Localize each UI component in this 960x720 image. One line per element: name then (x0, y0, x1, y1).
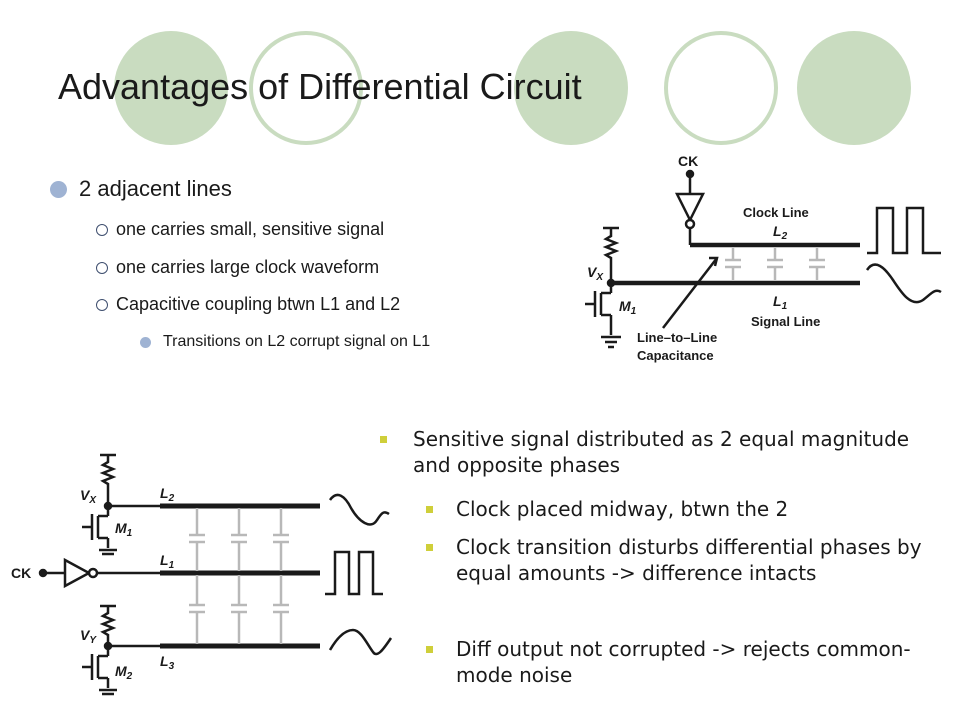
deco-circle-filled-1 (114, 31, 228, 145)
right-sub-point-2: Clock transition disturbs differential p… (456, 535, 922, 585)
deco-circle-filled-2 (514, 31, 628, 145)
sub-bullet-2: one carries large clock waveform (96, 257, 379, 278)
single-ended-circuit-diagram: CK Clock Line L2 VX M1 L1 Signal Line Li… (585, 153, 942, 363)
subsub-bullet-text: Transitions on L2 corrupt signal on L1 (163, 333, 431, 350)
square-bullet-icon (380, 436, 387, 443)
deco-circle-filled-3 (797, 31, 911, 145)
deco-circle-ring-2 (664, 31, 778, 145)
right-main-point: Sensitive signal distributed as 2 equal … (413, 427, 910, 477)
sub-bullet-2-text: one carries large clock waveform (116, 257, 380, 277)
ring-bullet-icon (96, 223, 108, 236)
square-bullet-icon (426, 646, 433, 653)
ring-bullet-icon (96, 298, 108, 311)
sub-bullet-1-text: one carries small, sensitive signal (116, 219, 385, 239)
fig-bot-l2-label: L2 (160, 485, 175, 504)
fig-top-cap-label-1: Line–to–Line (637, 330, 717, 345)
differential-circuit-diagram: VX L2 M1 CK L1 VY L3 M2 (11, 453, 393, 696)
fig-top-l2-label: L2 (773, 223, 788, 242)
fig-bot-l3-label: L3 (160, 653, 175, 672)
ring-bullet-icon (96, 261, 108, 274)
fig-top-signal-line-label: Signal Line (751, 314, 820, 329)
square-bullet-icon (426, 506, 433, 513)
fig-bot-m2-label: M2 (115, 663, 133, 682)
slide-title: Advantages of Differential Circuit (58, 66, 582, 107)
sub-bullet-3: Capacitive coupling btwn L1 and L2 (96, 294, 400, 315)
fig-bot-vx-label: VX (80, 487, 97, 506)
fig-top-m1-label: M1 (619, 298, 637, 317)
right-sub-point-1: Clock placed midway, btwn the 2 (456, 497, 789, 521)
bullet-dot-icon (140, 336, 151, 348)
fig-bot-vy-label: VY (80, 627, 97, 646)
subsub-bullet: Transitions on L2 corrupt signal on L1 (140, 333, 430, 351)
bullet-main: 2 adjacent lines (50, 176, 232, 202)
sub-bullet-1: one carries small, sensitive signal (96, 219, 384, 240)
fig-bot-m1-label: M1 (115, 520, 133, 539)
fig-bot-ck-label: CK (11, 565, 31, 581)
fig-top-l1-label: L1 (773, 293, 788, 312)
fig-top-clock-line-label: Clock Line (743, 205, 809, 220)
sub-bullet-3-text: Capacitive coupling btwn L1 and L2 (116, 294, 401, 314)
bullet-main-text: 2 adjacent lines (79, 176, 232, 201)
right-sub-point-3: Diff output not corrupted -> rejects com… (456, 637, 911, 687)
fig-top-cap-label-2: Capacitance (637, 348, 714, 363)
fig-top-ck-label: CK (678, 153, 698, 169)
decorative-circles (114, 31, 911, 145)
fig-top-vx-label: VX (587, 264, 604, 283)
bullet-dot-icon (50, 180, 67, 198)
fig-bot-l1-label: L1 (160, 552, 175, 571)
square-bullet-icon (426, 544, 433, 551)
deco-circle-ring-1 (249, 31, 363, 145)
